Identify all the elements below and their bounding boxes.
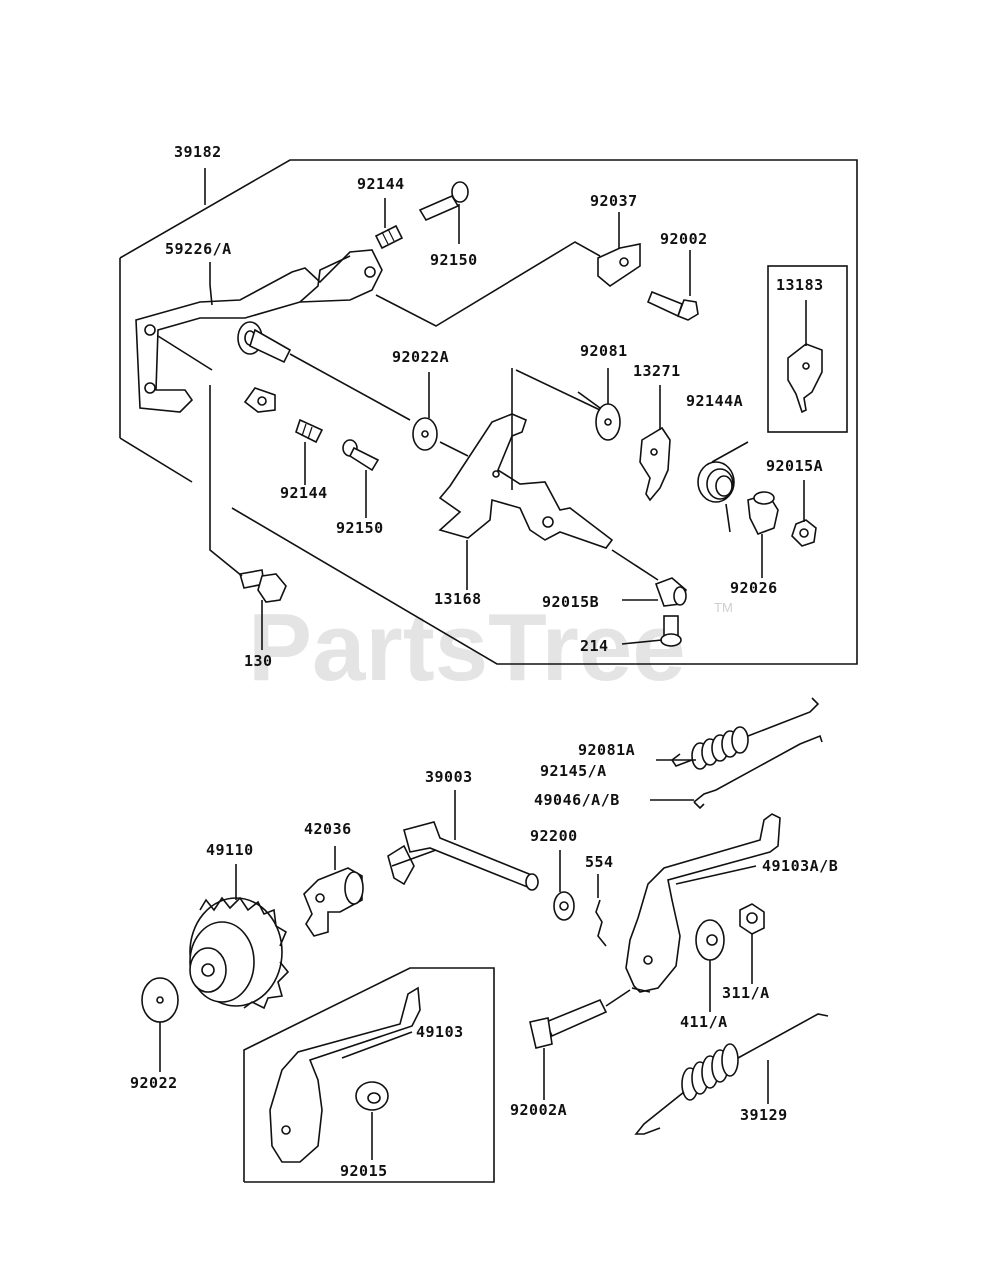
spring-39129 [634, 1013, 829, 1135]
bushing-92015B [654, 577, 687, 607]
lever-13183 [787, 343, 823, 414]
inset-box-13183 [767, 265, 848, 433]
watermark-trademark: TM [714, 600, 733, 615]
upper-assembly-frame [119, 159, 858, 665]
label-92015B: 92015B [542, 593, 599, 611]
label-92002A: 92002A [510, 1101, 567, 1119]
bracket-39182 [135, 249, 383, 413]
collar-92026 [747, 491, 779, 536]
label-13168: 13168 [434, 590, 482, 608]
label-92150-top: 92150 [430, 251, 478, 269]
lever-49103 [269, 986, 421, 1163]
label-554: 554 [585, 853, 614, 871]
watermark-text: PartsTree [248, 594, 686, 701]
clip-92037 [597, 243, 641, 287]
label-92145A: 92145/A [540, 762, 607, 780]
shaft-59226 [237, 321, 292, 364]
bolt-92002A [529, 989, 631, 1049]
label-92022: 92022 [130, 1074, 178, 1092]
washer-92081 [595, 403, 621, 441]
label-92022A: 92022A [392, 348, 449, 366]
label-49103AB: 49103A/B [762, 857, 838, 875]
label-39182: 39182 [174, 143, 222, 161]
label-39003: 39003 [425, 768, 473, 786]
bolt-92002 [646, 290, 699, 321]
lever-49103AB [625, 813, 781, 993]
plate-13271 [639, 426, 671, 502]
screw-92144-bottom [295, 418, 324, 444]
washer-92200 [553, 891, 575, 921]
bolt-130 [238, 569, 287, 603]
screw-214 [660, 615, 682, 647]
label-13183: 13183 [776, 276, 824, 294]
lower-leader-lines [159, 759, 769, 1160]
label-92015: 92015 [340, 1162, 388, 1180]
label-92026: 92026 [730, 579, 778, 597]
label-92081A: 92081A [578, 741, 635, 759]
label-59226: 59226/A [165, 240, 232, 258]
spring-92081A [670, 697, 820, 770]
washer-92022A [412, 417, 438, 451]
lower-inset-box [243, 967, 495, 1183]
label-49103: 49103 [416, 1023, 464, 1041]
label-92144-bottom: 92144 [280, 484, 328, 502]
label-13271: 13271 [633, 362, 681, 380]
bolt-92150-top [418, 181, 469, 222]
label-214: 214 [580, 637, 609, 655]
pin-554 [595, 899, 607, 947]
label-92150-bottom: 92150 [336, 519, 384, 537]
upper-leader-lines [157, 198, 807, 650]
collar-92015 [355, 1081, 389, 1111]
part-labels: 39182 92144 92150 59226/A 92037 92002 13… [130, 143, 838, 1180]
label-92002: 92002 [660, 230, 708, 248]
label-92200: 92200 [530, 827, 578, 845]
lever-13168 [438, 413, 614, 549]
label-49046: 49046/A/B [534, 791, 620, 809]
governor-49110 [189, 896, 290, 1010]
rod-49046 [693, 734, 823, 810]
spring-92144A [697, 441, 749, 533]
label-92144A: 92144A [686, 392, 743, 410]
part-42036 [303, 867, 364, 937]
label-92037: 92037 [590, 192, 638, 210]
nut-311A [739, 903, 765, 935]
label-39129: 39129 [740, 1106, 788, 1124]
shaft-39003 [387, 821, 539, 891]
label-411A: 411/A [680, 1013, 728, 1031]
bolt-92150-bottom [342, 439, 380, 472]
nut-92015A [791, 519, 817, 547]
label-130: 130 [244, 652, 273, 670]
label-92015A: 92015A [766, 457, 823, 475]
label-49110: 49110 [206, 841, 254, 859]
label-311A: 311/A [722, 984, 770, 1002]
label-92144-top: 92144 [357, 175, 405, 193]
label-42036: 42036 [304, 820, 352, 838]
washer-92022 [141, 977, 179, 1023]
washer-411A [695, 919, 725, 961]
screw-92144-top [374, 224, 404, 250]
label-92081: 92081 [580, 342, 628, 360]
